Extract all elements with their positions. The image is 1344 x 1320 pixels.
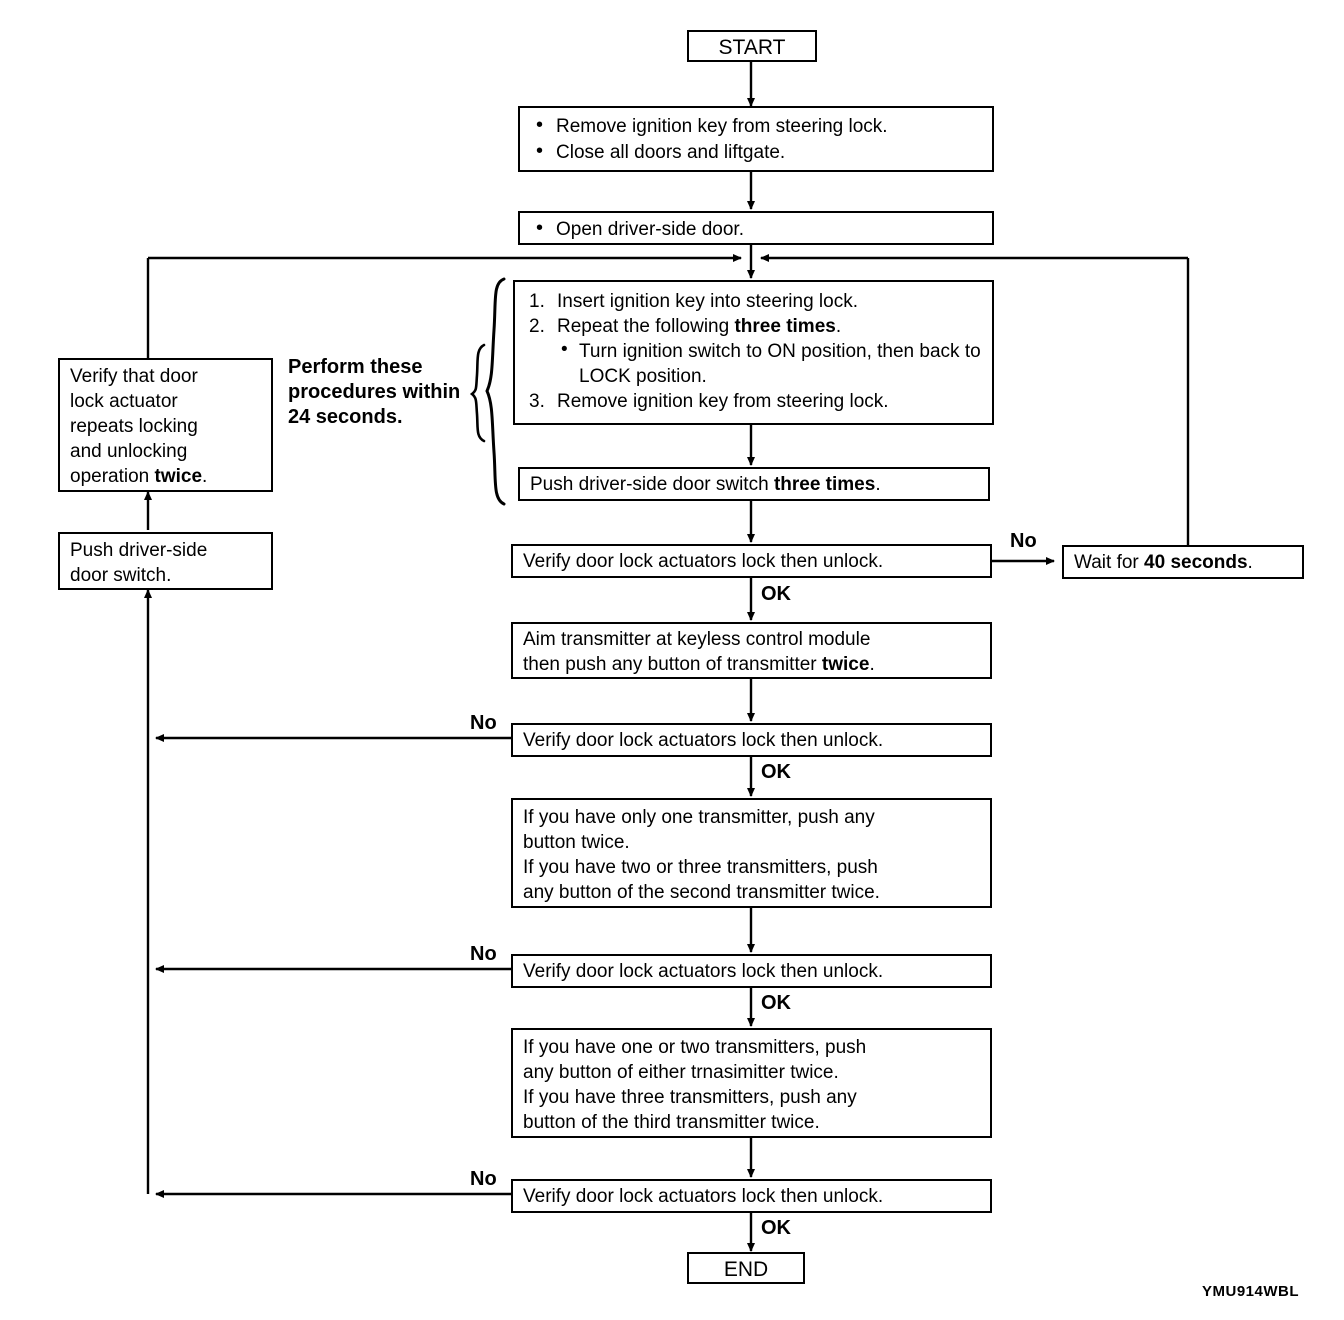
- verify-repeat-line-2: lock actuator: [70, 391, 178, 412]
- verify-repeat-line-5c: .: [202, 466, 208, 487]
- timing-note: Perform these procedures within 24 secon…: [288, 355, 483, 430]
- node-wait-40-seconds[interactable]: Wait for 40 seconds.: [1062, 545, 1304, 579]
- step-text-bold: three times: [734, 316, 836, 337]
- node-verify-actuators-1[interactable]: Verify door lock actuators lock then unl…: [511, 544, 992, 578]
- node-push-door-switch[interactable]: Push driver-side door switch.: [58, 532, 273, 590]
- edge-label-no-1: No: [1010, 530, 1037, 552]
- node-end[interactable]: END: [687, 1252, 805, 1284]
- timing-note-line-1: Perform these: [288, 356, 423, 378]
- step-number: 3.: [529, 391, 545, 412]
- aim-line-1: Aim transmitter at keyless control modul…: [523, 629, 871, 650]
- timing-note-line-2: procedures within: [288, 381, 461, 403]
- timing-note-line-3: 24 seconds.: [288, 406, 403, 428]
- step-number: 1.: [529, 291, 545, 312]
- edge-label-ok-4: OK: [761, 1217, 791, 1239]
- open-door-item: Open driver-side door.: [530, 216, 982, 242]
- verify-repeat-line-3: repeats locking: [70, 416, 198, 437]
- third-transmitter-line-3: If you have three transmitters, push any: [523, 1087, 857, 1108]
- step-text-c: .: [835, 316, 842, 337]
- preparation-item: Remove ignition key from steering lock.: [530, 113, 982, 139]
- step-text: Remove ignition key from steering lock.: [557, 391, 889, 412]
- wait-text-bold: 40 seconds: [1144, 552, 1248, 573]
- step-text-a: Repeat the following: [557, 316, 735, 337]
- wait-text-a: Wait for: [1074, 552, 1145, 573]
- verify-repeat-line-4: and unlocking: [70, 441, 188, 462]
- node-start[interactable]: START: [687, 30, 817, 62]
- push-switch-text-a: Push driver-side door switch: [530, 474, 774, 495]
- push-switch-text-c: .: [875, 474, 881, 495]
- verify-3-label: Verify door lock actuators lock then unl…: [523, 961, 884, 982]
- end-label: END: [723, 1258, 769, 1281]
- procedure-step-1: 1. Insert ignition key into steering loc…: [525, 289, 982, 314]
- step-2-substep: Turn ignition switch to ON position, the…: [557, 337, 982, 389]
- second-transmitter-line-3: If you have two or three transmitters, p…: [523, 857, 878, 878]
- start-label: START: [718, 36, 786, 59]
- aim-line-2: then push any button of transmitter twic…: [523, 652, 980, 677]
- second-transmitter-line-1: If you have only one transmitter, push a…: [523, 807, 875, 828]
- procedure-step-3: 3. Remove ignition key from steering loc…: [525, 389, 982, 414]
- node-open-driver-door[interactable]: Open driver-side door.: [518, 211, 994, 245]
- node-verify-actuators-4[interactable]: Verify door lock actuators lock then unl…: [511, 1179, 992, 1213]
- procedure-steps: 1. Insert ignition key into steering loc…: [525, 289, 982, 414]
- verify-repeat-line-1: Verify that door: [70, 366, 198, 387]
- node-aim-transmitter[interactable]: Aim transmitter at keyless control modul…: [511, 622, 992, 679]
- node-ignition-procedure[interactable]: 1. Insert ignition key into steering loc…: [513, 280, 994, 425]
- second-transmitter-line-2: button twice.: [523, 832, 630, 853]
- verify-repeat-line-5: operation twice.: [70, 464, 261, 489]
- verify-4-label: Verify door lock actuators lock then unl…: [523, 1186, 884, 1207]
- procedure-step-2: 2. Repeat the following three times. Tur…: [525, 314, 982, 389]
- step-number: 2.: [529, 316, 545, 337]
- verify-2-label: Verify door lock actuators lock then unl…: [523, 730, 884, 751]
- verify-repeat-line-5a: operation: [70, 466, 155, 487]
- push-door-switch-line-1: Push driver-side: [70, 540, 208, 561]
- preparation-item: Close all doors and liftgate.: [530, 139, 982, 165]
- node-push-door-switch-three-times[interactable]: Push driver-side door switch three times…: [518, 467, 990, 501]
- push-switch-text-bold: three times: [773, 474, 876, 495]
- edge-label-no-3: No: [470, 943, 497, 965]
- aim-line-2c: .: [869, 654, 875, 675]
- node-verify-actuators-2[interactable]: Verify door lock actuators lock then unl…: [511, 723, 992, 757]
- node-third-transmitter[interactable]: If you have one or two transmitters, pus…: [511, 1028, 992, 1138]
- edge-label-no-2: No: [470, 712, 497, 734]
- verify-repeat-bold: twice: [154, 466, 203, 487]
- step-text: Insert ignition key into steering lock.: [557, 291, 858, 312]
- figure-code: YMU914WBL: [1202, 1283, 1300, 1300]
- preparation-list: Remove ignition key from steering lock. …: [530, 113, 982, 165]
- node-verify-actuators-3[interactable]: Verify door lock actuators lock then unl…: [511, 954, 992, 988]
- grouping-brace-large: [485, 277, 506, 506]
- third-transmitter-line-4: button of the third transmitter twice.: [523, 1112, 820, 1133]
- aim-line-2a: then push any button of transmitter: [523, 654, 822, 675]
- verify-1-label: Verify door lock actuators lock then unl…: [523, 551, 884, 572]
- edge-label-ok-3: OK: [761, 992, 791, 1014]
- edge-label-ok-1: OK: [761, 583, 791, 605]
- edge-label-no-4: No: [470, 1168, 497, 1190]
- third-transmitter-line-1: If you have one or two transmitters, pus…: [523, 1037, 867, 1058]
- node-preparation[interactable]: Remove ignition key from steering lock. …: [518, 106, 994, 172]
- push-door-switch-line-2: door switch.: [70, 565, 172, 586]
- open-door-list: Open driver-side door.: [530, 216, 982, 242]
- edge-label-ok-2: OK: [761, 761, 791, 783]
- third-transmitter-line-2: any button of either trnasimitter twice.: [523, 1062, 839, 1083]
- aim-line-2-bold: twice: [821, 654, 870, 675]
- node-second-transmitter[interactable]: If you have only one transmitter, push a…: [511, 798, 992, 908]
- second-transmitter-line-4: any button of the second transmitter twi…: [523, 882, 880, 903]
- node-verify-repeat-twice[interactable]: Verify that door lock actuator repeats l…: [58, 358, 273, 492]
- wait-text-c: .: [1247, 552, 1253, 573]
